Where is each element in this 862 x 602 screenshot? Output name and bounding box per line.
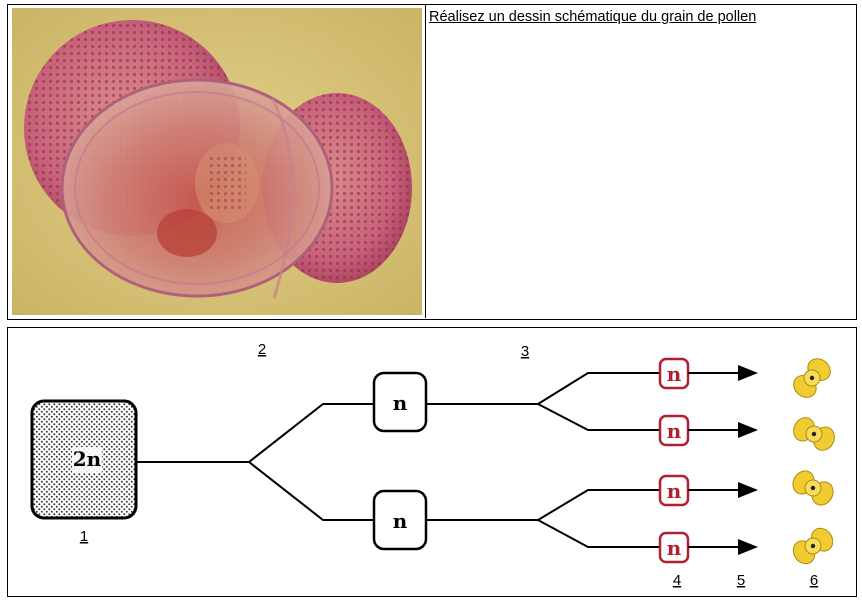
final-cell-2: n	[658, 414, 758, 447]
intermediate-cell-1-label: n	[393, 391, 408, 415]
final-cell-4: n	[658, 531, 758, 564]
final-cell-3-label: n	[667, 479, 682, 503]
connector-lines	[136, 372, 660, 548]
final-cell-3: n	[658, 474, 758, 507]
pollen-grain-photo	[12, 8, 422, 315]
mother-cell: 2n	[30, 399, 138, 520]
intermediate-cell-2-label: n	[393, 509, 408, 533]
label-6: 6	[810, 572, 818, 589]
label-2: 2	[258, 341, 266, 358]
pollen-grain-icon-4	[792, 527, 834, 565]
label-5: 5	[737, 572, 745, 589]
final-cell-1-label: n	[667, 362, 682, 386]
pollen-grain-icon-1	[793, 358, 831, 398]
final-cell-1: n	[658, 357, 758, 390]
intermediate-cell-1: n	[372, 371, 428, 433]
top-table: Réalisez un dessin schématique du grain …	[7, 4, 857, 320]
label-3: 3	[521, 343, 529, 360]
label-4: 4	[673, 572, 681, 589]
mother-cell-label: 2n	[73, 447, 102, 471]
final-cell-4-label: n	[667, 536, 682, 560]
instruction-cell: Réalisez un dessin schématique du grain …	[426, 5, 856, 319]
pollen-grain-icon-3	[792, 470, 834, 506]
meiosis-diagram-svg: 2n n n n n	[30, 341, 835, 589]
pollen-grain-icon-2	[793, 417, 835, 451]
photo-cell	[8, 5, 426, 318]
intermediate-cell-2: n	[372, 489, 428, 551]
meiosis-diagram: 2n n n n n	[7, 327, 857, 597]
instruction-text: Réalisez un dessin schématique du grain …	[429, 9, 757, 25]
final-cell-2-label: n	[667, 419, 682, 443]
label-1: 1	[80, 528, 88, 545]
